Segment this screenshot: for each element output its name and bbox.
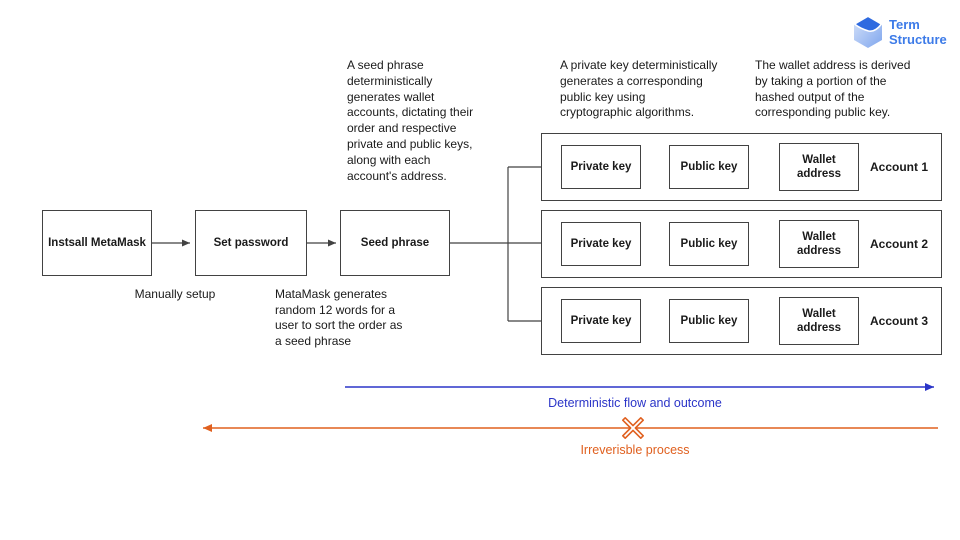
install-metamask-box: Instsall MetaMask: [42, 210, 152, 276]
public-key-box: Public key: [669, 299, 749, 343]
private-key-annotation: A private key deterministically generate…: [560, 58, 718, 120]
set-password-box: Set password: [195, 210, 307, 276]
deterministic-flow-label: Deterministic flow and outcome: [548, 396, 722, 410]
account-row-3: Private key Public key Wallet address Ac…: [541, 287, 942, 355]
seed-phrase-annotation: A seed phrase deterministically generate…: [347, 58, 474, 183]
wallet-address-box: Wallet address: [779, 220, 859, 268]
private-key-box: Private key: [561, 145, 641, 189]
metamask-generates-caption: MataMask generates random 12 words for a…: [275, 287, 403, 348]
term-structure-logo: Term Structure: [852, 14, 947, 50]
logo-line2: Structure: [889, 32, 947, 47]
wallet-address-annotation: The wallet address is derived by taking …: [755, 58, 911, 120]
private-key-box: Private key: [561, 299, 641, 343]
x-cross-icon: [622, 417, 644, 439]
irreversible-process-label: Irreverisble process: [580, 443, 690, 457]
wallet-address-box: Wallet address: [779, 143, 859, 191]
account-label: Account 2: [869, 237, 928, 251]
wallet-address-box: Wallet address: [779, 297, 859, 345]
term-structure-cube-icon: [853, 15, 883, 48]
public-key-box: Public key: [669, 145, 749, 189]
account-label: Account 1: [869, 160, 928, 174]
manually-setup-caption: Manually setup: [134, 287, 216, 301]
seed-phrase-box: Seed phrase: [340, 210, 450, 276]
private-key-box: Private key: [561, 222, 641, 266]
logo-line1: Term: [889, 17, 920, 32]
account-row-2: Private key Public key Wallet address Ac…: [541, 210, 942, 278]
account-label: Account 3: [869, 314, 928, 328]
public-key-box: Public key: [669, 222, 749, 266]
account-row-1: Private key Public key Wallet address Ac…: [541, 133, 942, 201]
logo-text: Term Structure: [889, 17, 947, 47]
